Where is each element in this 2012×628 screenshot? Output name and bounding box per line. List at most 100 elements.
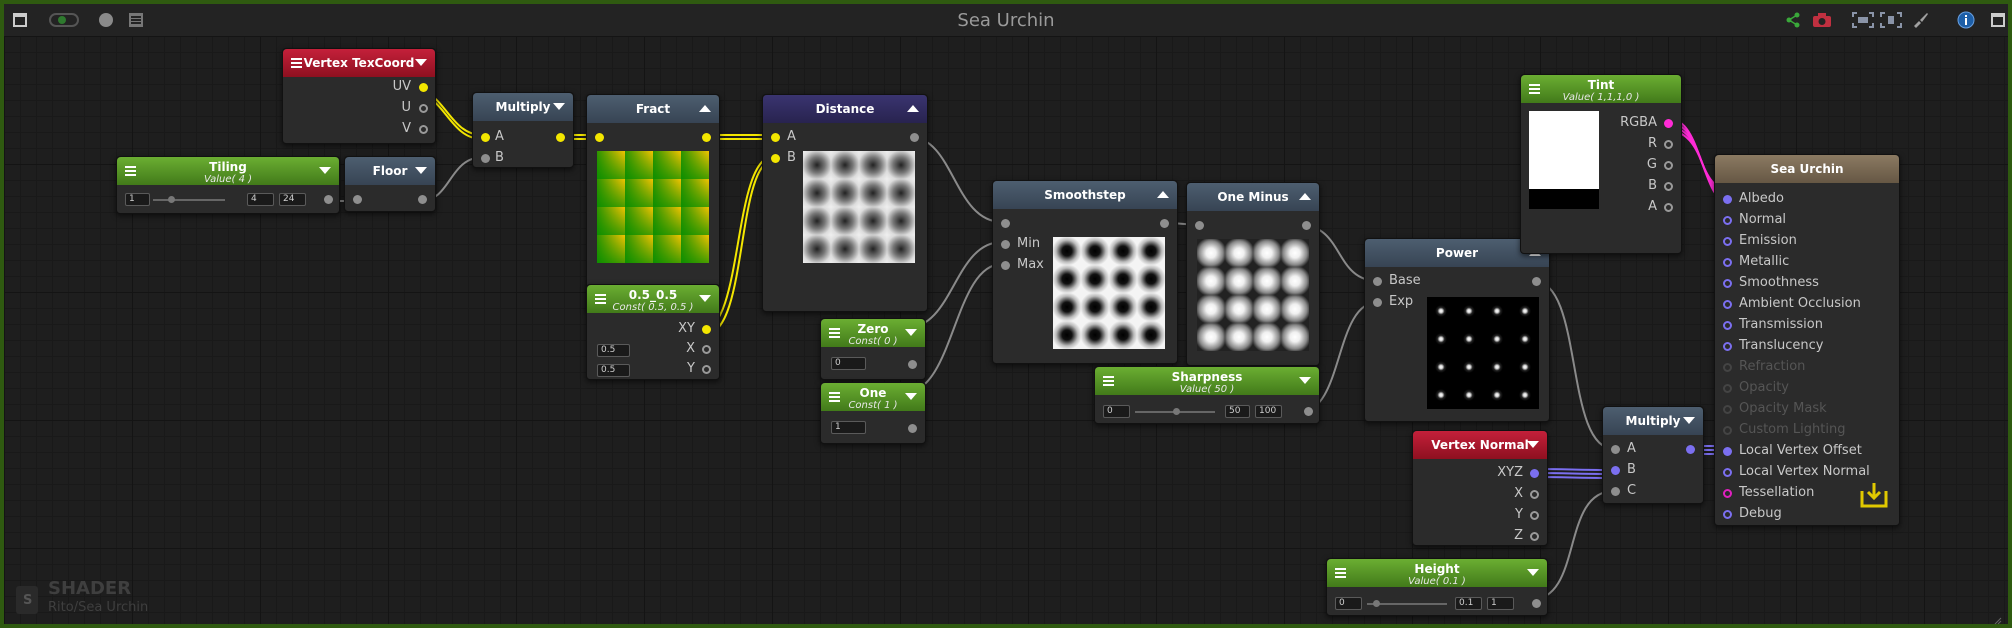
node-floor[interactable]: Floor (344, 156, 436, 212)
output-port-x[interactable] (1530, 490, 1539, 499)
input-port-local-vertex-normal[interactable] (1723, 468, 1732, 477)
node-header[interactable]: One Minus (1187, 183, 1319, 211)
output-port[interactable] (1304, 407, 1313, 416)
output-port-r[interactable] (1664, 140, 1673, 149)
node-power[interactable]: Power Base Exp (1364, 238, 1550, 422)
node-header[interactable]: Tint Value( 1,1,1,0 ) (1521, 75, 1681, 103)
value-field[interactable]: 0.1 (1455, 597, 1482, 610)
output-port-xyz[interactable] (1530, 469, 1539, 478)
node-header[interactable]: Zero Const( 0 ) (821, 319, 925, 347)
value-field[interactable]: 1 (831, 421, 866, 434)
value-slider[interactable] (1367, 600, 1447, 607)
input-port-debug[interactable] (1723, 510, 1732, 519)
value-field[interactable]: 0 (831, 357, 866, 370)
node-zero[interactable]: Zero Const( 0 ) 0 (820, 318, 926, 380)
circle-icon[interactable] (94, 8, 118, 32)
node-sharpness[interactable]: Sharpness Value( 50 ) 0 50 100 (1094, 366, 1320, 424)
min-field[interactable]: 0 (1103, 405, 1130, 418)
output-port-v[interactable] (419, 125, 428, 134)
collapse-arrow-icon[interactable] (1299, 377, 1311, 384)
node-header[interactable]: Sharpness Value( 50 ) (1095, 367, 1319, 395)
save-icon[interactable] (1859, 481, 1889, 513)
node-fract[interactable]: Fract (586, 94, 720, 312)
collapse-arrow-icon[interactable] (319, 167, 331, 174)
input-port-metallic[interactable] (1723, 258, 1732, 267)
output-port[interactable] (702, 133, 711, 142)
input-port-normal[interactable] (1723, 216, 1732, 225)
collapse-arrow-icon[interactable] (699, 295, 711, 302)
node-header[interactable]: Distance (763, 95, 927, 123)
node-distance[interactable]: Distance A B (762, 94, 928, 312)
live-preview-toggle-icon[interactable] (46, 8, 82, 32)
input-port-opacity-mask[interactable] (1723, 405, 1732, 414)
value-slider[interactable] (153, 196, 225, 203)
output-port-u[interactable] (419, 104, 428, 113)
input-port-a[interactable] (771, 133, 780, 142)
output-port[interactable] (908, 424, 917, 433)
menu-icon[interactable] (1103, 376, 1114, 386)
node-one[interactable]: One Const( 1 ) 1 (820, 382, 926, 444)
max-field[interactable]: 1 (1487, 597, 1514, 610)
x-field[interactable]: 0.5 (597, 344, 630, 357)
collapse-arrow-icon[interactable] (415, 59, 427, 66)
input-port-a[interactable] (481, 133, 490, 142)
output-port[interactable] (1686, 445, 1695, 454)
expand-arrow-icon[interactable] (1299, 193, 1311, 200)
input-port-translucency[interactable] (1723, 342, 1732, 351)
input-port[interactable] (595, 133, 604, 142)
input-port-base[interactable] (1373, 277, 1382, 286)
input-port-albedo[interactable] (1723, 195, 1732, 204)
node-header[interactable]: 0.5_0.5 Const( 0.5, 0.5 ) (587, 285, 719, 313)
node-header[interactable]: Height Value( 0.1 ) (1327, 559, 1547, 587)
output-port-b[interactable] (1664, 182, 1673, 191)
node-height[interactable]: Height Value( 0.1 ) 0 0.1 1 (1326, 558, 1548, 616)
collapse-arrow-icon[interactable] (1683, 417, 1695, 424)
menu-icon[interactable] (829, 392, 840, 402)
input-port-b[interactable] (481, 154, 490, 163)
input-port-tessellation[interactable] (1723, 489, 1732, 498)
focus-icon[interactable] (1850, 8, 1876, 32)
input-port-smoothness[interactable] (1723, 279, 1732, 288)
menu-icon[interactable] (1335, 568, 1346, 578)
input-port-custom-lighting[interactable] (1723, 426, 1732, 435)
output-port[interactable] (1532, 277, 1541, 286)
output-port[interactable] (418, 195, 427, 204)
expand-arrow-icon[interactable] (1157, 191, 1169, 198)
maximize-icon-right[interactable] (1986, 8, 2010, 32)
max-field[interactable]: 100 (1255, 405, 1282, 418)
node-smoothstep[interactable]: Smoothstep Min Max (992, 180, 1178, 364)
expand-arrow-icon[interactable] (907, 105, 919, 112)
menu-icon[interactable] (829, 328, 840, 338)
info-icon[interactable] (1954, 8, 1978, 32)
node-vertex-texcoord[interactable]: Vertex TexCoord UV U V (282, 48, 436, 144)
node-multiply-2[interactable]: Multiply A B C (1602, 406, 1704, 504)
node-vertex-normal[interactable]: Vertex Normal XYZ X Y Z (1412, 430, 1548, 546)
menu-icon[interactable] (595, 294, 606, 304)
output-port[interactable] (910, 133, 919, 142)
output-port[interactable] (908, 360, 917, 369)
value-slider[interactable] (1135, 408, 1215, 415)
output-port-z[interactable] (1530, 532, 1539, 541)
node-header[interactable]: Tiling Value( 4 ) (117, 157, 339, 185)
collapse-arrow-icon[interactable] (1527, 569, 1539, 576)
output-port-a[interactable] (1664, 203, 1673, 212)
output-port[interactable] (556, 133, 565, 142)
collapse-arrow-icon[interactable] (553, 103, 565, 110)
node-header[interactable]: Floor (345, 157, 435, 185)
output-port[interactable] (324, 195, 333, 204)
node-graph-canvas[interactable]: Vertex TexCoord UV U V Tiling Value( 4 )… (4, 36, 2008, 624)
camera-icon[interactable] (1810, 8, 1834, 32)
input-port-b[interactable] (1611, 466, 1620, 475)
input-port-ambient-occlusion[interactable] (1723, 300, 1732, 309)
output-port-xy[interactable] (702, 325, 711, 334)
maximize-icon[interactable] (8, 8, 32, 32)
node-header[interactable]: Vertex TexCoord (283, 49, 435, 77)
input-port[interactable] (1195, 221, 1204, 230)
node-tint[interactable]: Tint Value( 1,1,1,0 ) RGBA R G B A (1520, 74, 1682, 254)
node-multiply-1[interactable]: Multiply A B (472, 92, 574, 168)
output-port-g[interactable] (1664, 161, 1673, 170)
output-port[interactable] (1302, 221, 1311, 230)
collapse-arrow-icon[interactable] (1527, 441, 1539, 448)
input-port-transmission[interactable] (1723, 321, 1732, 330)
max-field[interactable]: 24 (279, 193, 306, 206)
